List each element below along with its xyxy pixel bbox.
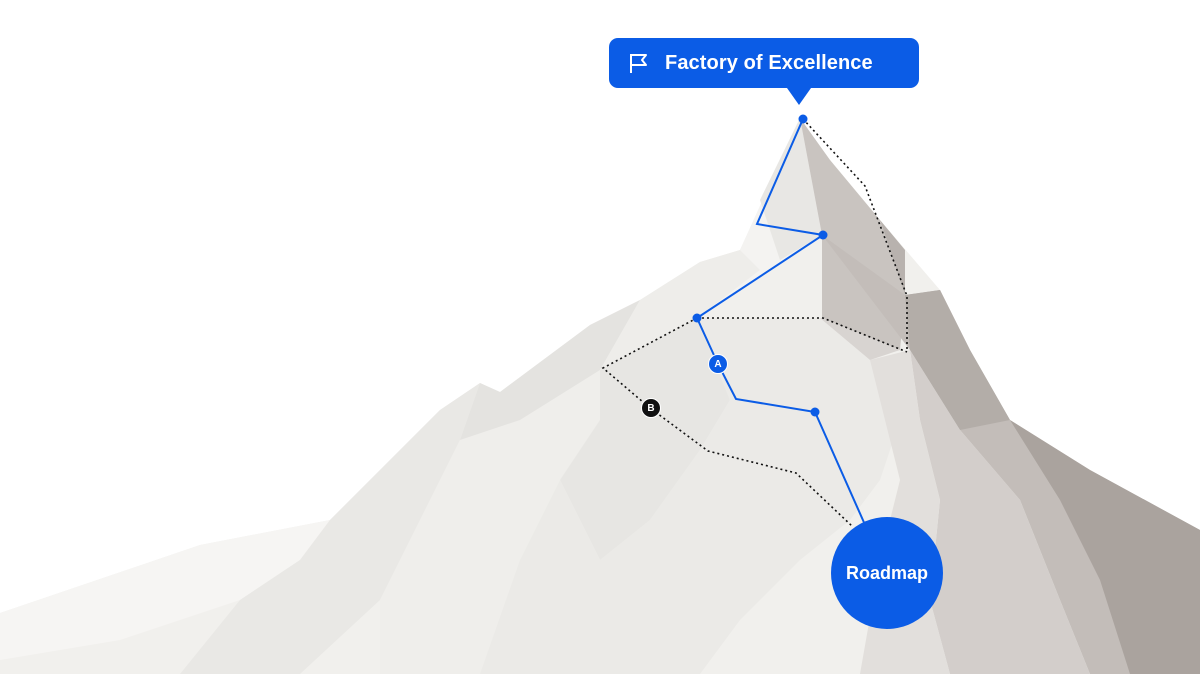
- summit-label: Factory of Excellence: [665, 51, 873, 74]
- route-a-badge: A: [708, 354, 728, 374]
- waypoint-junction: [692, 313, 702, 323]
- mountain: [0, 118, 1200, 674]
- route-a-path: [695, 118, 867, 528]
- route-b-badge: B: [641, 398, 661, 418]
- waypoint-summit: [798, 114, 808, 124]
- summit-callout[interactable]: Factory of Excellence: [609, 38, 919, 105]
- roadmap-button[interactable]: Roadmap: [831, 517, 943, 629]
- flag-icon: [627, 51, 651, 75]
- waypoint-lower: [810, 407, 820, 417]
- alternate-route-paths: [697, 118, 908, 353]
- waypoint-ridge: [818, 230, 828, 240]
- waypoints: [692, 114, 828, 417]
